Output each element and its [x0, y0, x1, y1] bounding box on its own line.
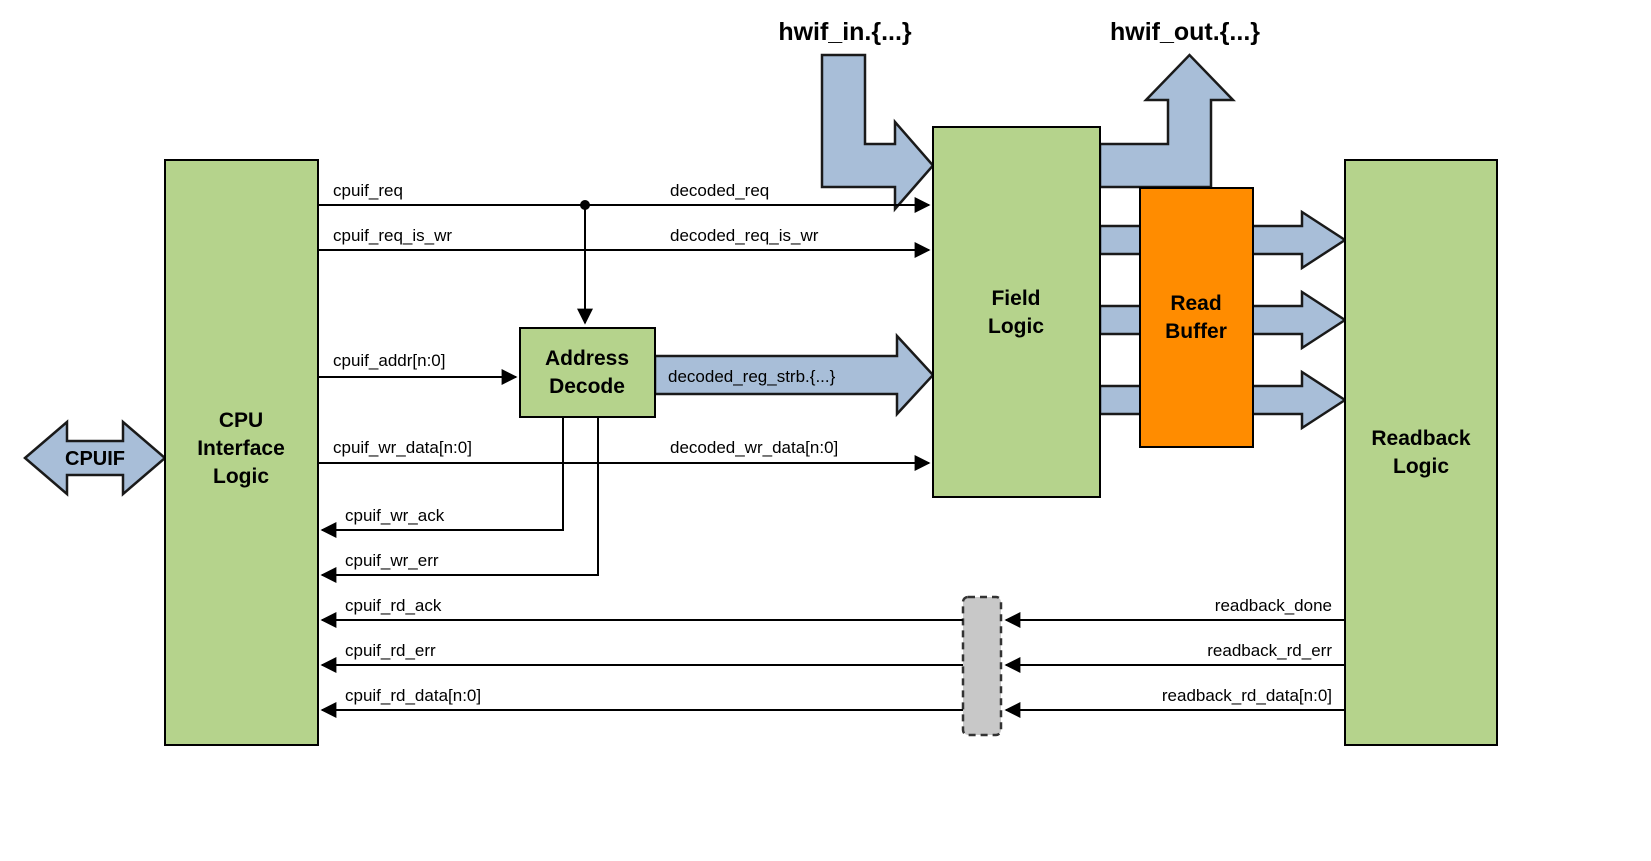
readback-rd-data-label: readback_rd_data[n:0]: [1162, 686, 1332, 705]
decoded-reg-strb-label: decoded_reg_strb.{...}: [668, 367, 836, 386]
cpu-interface-logic-label: Logic: [213, 465, 269, 488]
hwif-out-label: hwif_out.{...}: [1110, 18, 1260, 46]
read-buffer-label: Read: [1170, 292, 1221, 315]
address-decode-label: Decode: [549, 375, 625, 398]
field-logic-block: [932, 126, 1101, 498]
cpuif-rd-err-label: cpuif_rd_err: [345, 641, 436, 660]
readback-logic-block: [1344, 159, 1498, 746]
decoded-reg-strb-arrow: [653, 332, 935, 418]
field-logic-label: Field: [991, 287, 1040, 310]
cpuif-rd-data-label: cpuif_rd_data[n:0]: [345, 686, 481, 705]
read-buffer-block: [1139, 187, 1254, 448]
read-buffer-label: Buffer: [1165, 320, 1227, 343]
address-decode-block: [519, 327, 656, 418]
decoded-req-label: decoded_req: [670, 181, 769, 200]
cpuif-wr-ack-label: cpuif_wr_ack: [345, 506, 445, 525]
junction-dot: [580, 200, 590, 210]
cpuif-addr-label: cpuif_addr[n:0]: [333, 351, 445, 370]
hwif-in-label: hwif_in.{...}: [778, 18, 912, 46]
address-decode-label: Address: [545, 347, 629, 370]
cpu-interface-logic-label: CPU: [219, 409, 263, 432]
cpuif-arrow-label: CPUIF: [65, 448, 125, 470]
decoded-req-is-wr-label: decoded_req_is_wr: [670, 226, 819, 245]
readback-rd-err-label: readback_rd_err: [1207, 641, 1332, 660]
cpuif-wr-ack-line: [320, 417, 564, 538]
cpuif-req-is-wr-label: cpuif_req_is_wr: [333, 226, 452, 245]
cpuif-wr-data-label: cpuif_wr_data[n:0]: [333, 438, 472, 457]
cpuif-wr-err-label: cpuif_wr_err: [345, 551, 439, 570]
cpuif-rd-ack-label: cpuif_rd_ack: [345, 596, 442, 615]
retiming-stage-block: [961, 595, 1003, 737]
readback-logic-label: Readback: [1371, 427, 1471, 450]
readback-logic-label: Logic: [1393, 455, 1449, 478]
cpuif-wr-err-line: [320, 417, 599, 583]
cpu-interface-logic-label: Interface: [197, 437, 285, 460]
decoded-wr-data-label: decoded_wr_data[n:0]: [670, 438, 838, 457]
cpu-interface-logic-block: [164, 159, 319, 746]
readback-done-label: readback_done: [1215, 596, 1332, 615]
field-logic-label: Logic: [988, 315, 1044, 338]
cpuif-req-label: cpuif_req: [333, 181, 403, 200]
hwif-in-arrow: [820, 53, 935, 213]
